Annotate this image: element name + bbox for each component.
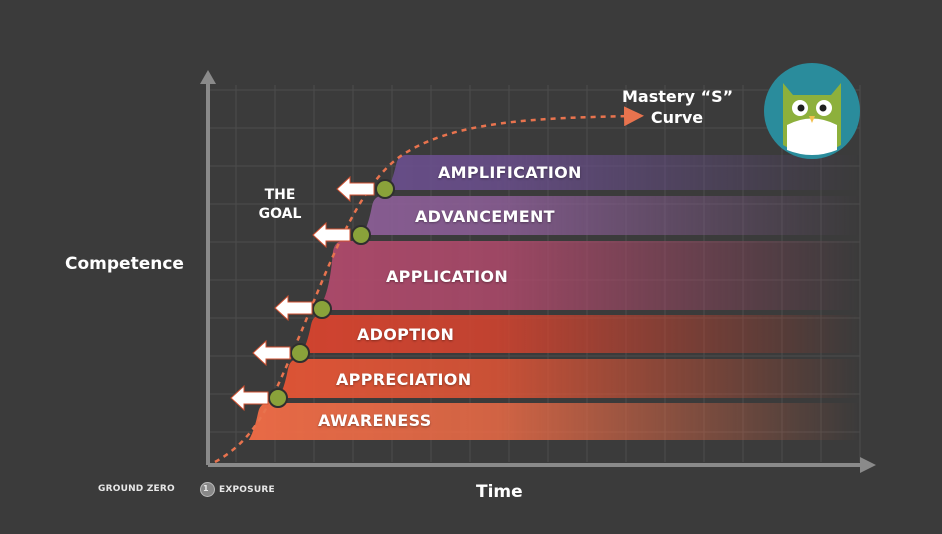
exposure-number: 1 <box>203 484 209 493</box>
stage-label-awareness: AWARENESS <box>318 411 432 430</box>
stage-band <box>387 155 860 190</box>
stage-band <box>278 359 860 398</box>
stage-band <box>315 241 860 310</box>
exposure-label: 1 EXPOSURE <box>200 482 275 497</box>
owl-logo <box>764 63 860 159</box>
exposure-text: EXPOSURE <box>219 485 275 495</box>
milestones <box>268 179 395 408</box>
left-arrow-icon <box>312 221 351 249</box>
s-curve <box>214 106 644 464</box>
stage-label-amplification: AMPLIFICATION <box>438 163 582 182</box>
title-line-2: Curve <box>650 108 704 127</box>
title-line-1: Mastery “S” <box>622 87 734 106</box>
owl-beak-icon <box>809 116 815 123</box>
left-arrow-icon <box>230 384 269 412</box>
ground-zero-label: GROUND ZERO <box>98 484 175 494</box>
diagram-title: Mastery “S” Curve <box>622 86 734 128</box>
stage-label-appreciation: APPRECIATION <box>336 370 472 389</box>
milestone-dot <box>375 179 395 199</box>
x-axis-arrow <box>860 457 876 473</box>
stage-label-adoption: ADOPTION <box>357 325 455 344</box>
y-axis-label: Competence <box>65 254 184 274</box>
milestone-dot <box>268 388 288 408</box>
stage-band <box>362 196 860 235</box>
left-arrow-icon <box>252 339 291 367</box>
left-arrow-icon <box>336 175 375 203</box>
stage-label-advancement: ADVANCEMENT <box>415 207 555 226</box>
milestone-dot <box>351 225 371 245</box>
axes <box>200 70 876 473</box>
milestone-dot <box>312 299 332 319</box>
y-axis-arrow <box>200 70 216 84</box>
goal-line-2: GOAL <box>258 206 302 222</box>
stage-bands <box>248 155 860 440</box>
owl-belly <box>787 118 837 155</box>
stage-label-application: APPLICATION <box>386 267 509 286</box>
goal-arrows <box>230 175 375 412</box>
goal-label: THE GOAL <box>250 186 310 224</box>
milestone-dot <box>290 343 310 363</box>
owl-eye-icon <box>819 104 827 112</box>
owl-eye-icon <box>797 104 805 112</box>
left-arrow-icon <box>274 294 313 322</box>
x-axis-label: Time <box>476 482 523 502</box>
goal-line-1: THE <box>264 187 296 203</box>
star-badge-icon <box>200 482 215 497</box>
stage-band <box>301 315 860 353</box>
stage-band <box>248 403 860 440</box>
